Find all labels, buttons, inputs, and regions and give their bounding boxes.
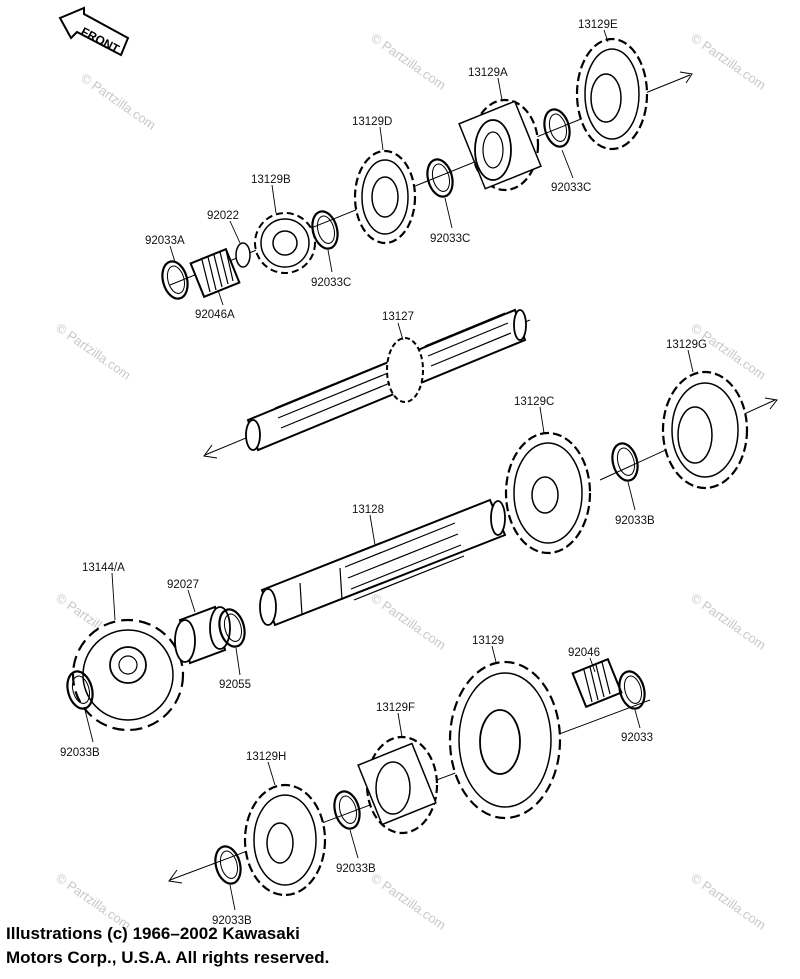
needle-bearing-92046A [189, 247, 241, 299]
label-92055: 92055 [219, 679, 251, 691]
label-13127: 13127 [382, 311, 414, 323]
circlip-92033C-2 [422, 155, 458, 201]
circlip-92033C-3 [539, 105, 575, 151]
label-13129A: 13129A [468, 67, 508, 79]
label-92033B-1: 92033B [615, 515, 655, 527]
gear-13129D [353, 149, 417, 245]
leader-lines [84, 29, 694, 911]
washer-92022 [235, 242, 251, 268]
part-labels: 13129E 13129A 13129D 13129B 92022 92033A… [60, 19, 707, 927]
watermark-8: © Partzilla.com [688, 590, 768, 653]
circlip-92033B-3 [329, 787, 365, 833]
label-92033C-2: 92033C [430, 233, 470, 245]
label-13129F: 13129F [376, 702, 415, 714]
gear-13129A [458, 98, 542, 192]
label-13129B: 13129B [251, 174, 291, 186]
shaft-13128 [259, 498, 507, 627]
copyright-line-1: Illustrations (c) 1966–2002 Kawasaki [6, 924, 300, 943]
gear-13129G [661, 370, 749, 490]
label-92033C-1: 92033C [311, 277, 351, 289]
watermark-11: © Partzilla.com [688, 870, 768, 933]
label-92046: 92046 [568, 647, 600, 659]
label-13129: 13129 [472, 635, 504, 647]
label-92033C-3: 92033C [551, 182, 591, 194]
label-92027: 92027 [167, 579, 199, 591]
gear-13129H [243, 783, 327, 897]
copyright-footer: Illustrations (c) 1966–2002 Kawasaki Mot… [6, 922, 329, 970]
gear-13129E [575, 37, 649, 151]
needle-bearing-92046 [571, 657, 623, 709]
shaft-13127 [245, 308, 527, 452]
circlip-92033B-1 [607, 439, 643, 485]
label-13128: 13128 [352, 504, 384, 516]
label-13129C: 13129C [514, 396, 554, 408]
label-92033: 92033 [621, 732, 653, 744]
circlip-92033A [157, 257, 193, 303]
gear-13129F [357, 735, 439, 835]
label-92033B-3: 92033B [336, 863, 376, 875]
watermark-3: © Partzilla.com [688, 30, 768, 93]
watermark-1: © Partzilla.com [78, 70, 158, 133]
watermark-4: © Partzilla.com [53, 320, 133, 383]
gear-13129 [448, 660, 562, 820]
front-arrow-icon: FRONT [58, 6, 130, 57]
copyright-line-2: Motors Corp., U.S.A. All rights reserved… [6, 948, 330, 967]
label-13144A: 13144/A [82, 562, 125, 574]
circlip-92033B-4 [210, 842, 246, 888]
gear-13129C [504, 431, 592, 555]
label-92033B-2: 92033B [60, 747, 100, 759]
label-92033B-4: 92033B [212, 915, 252, 927]
label-13129D: 13129D [352, 116, 392, 128]
label-92033A: 92033A [145, 235, 185, 247]
watermark-7: © Partzilla.com [368, 590, 448, 653]
label-13129G: 13129G [666, 339, 707, 351]
label-92046A: 92046A [195, 309, 235, 321]
label-13129E: 13129E [578, 19, 618, 31]
circlip-92033 [614, 667, 650, 713]
label-13129H: 13129H [246, 751, 286, 763]
sprocket-13144A [71, 618, 185, 732]
label-92022: 92022 [207, 210, 239, 222]
watermark-10: © Partzilla.com [368, 870, 448, 933]
bushing-92027 [174, 605, 231, 665]
gear-13129B [254, 212, 316, 274]
watermark-2: © Partzilla.com [368, 30, 448, 93]
